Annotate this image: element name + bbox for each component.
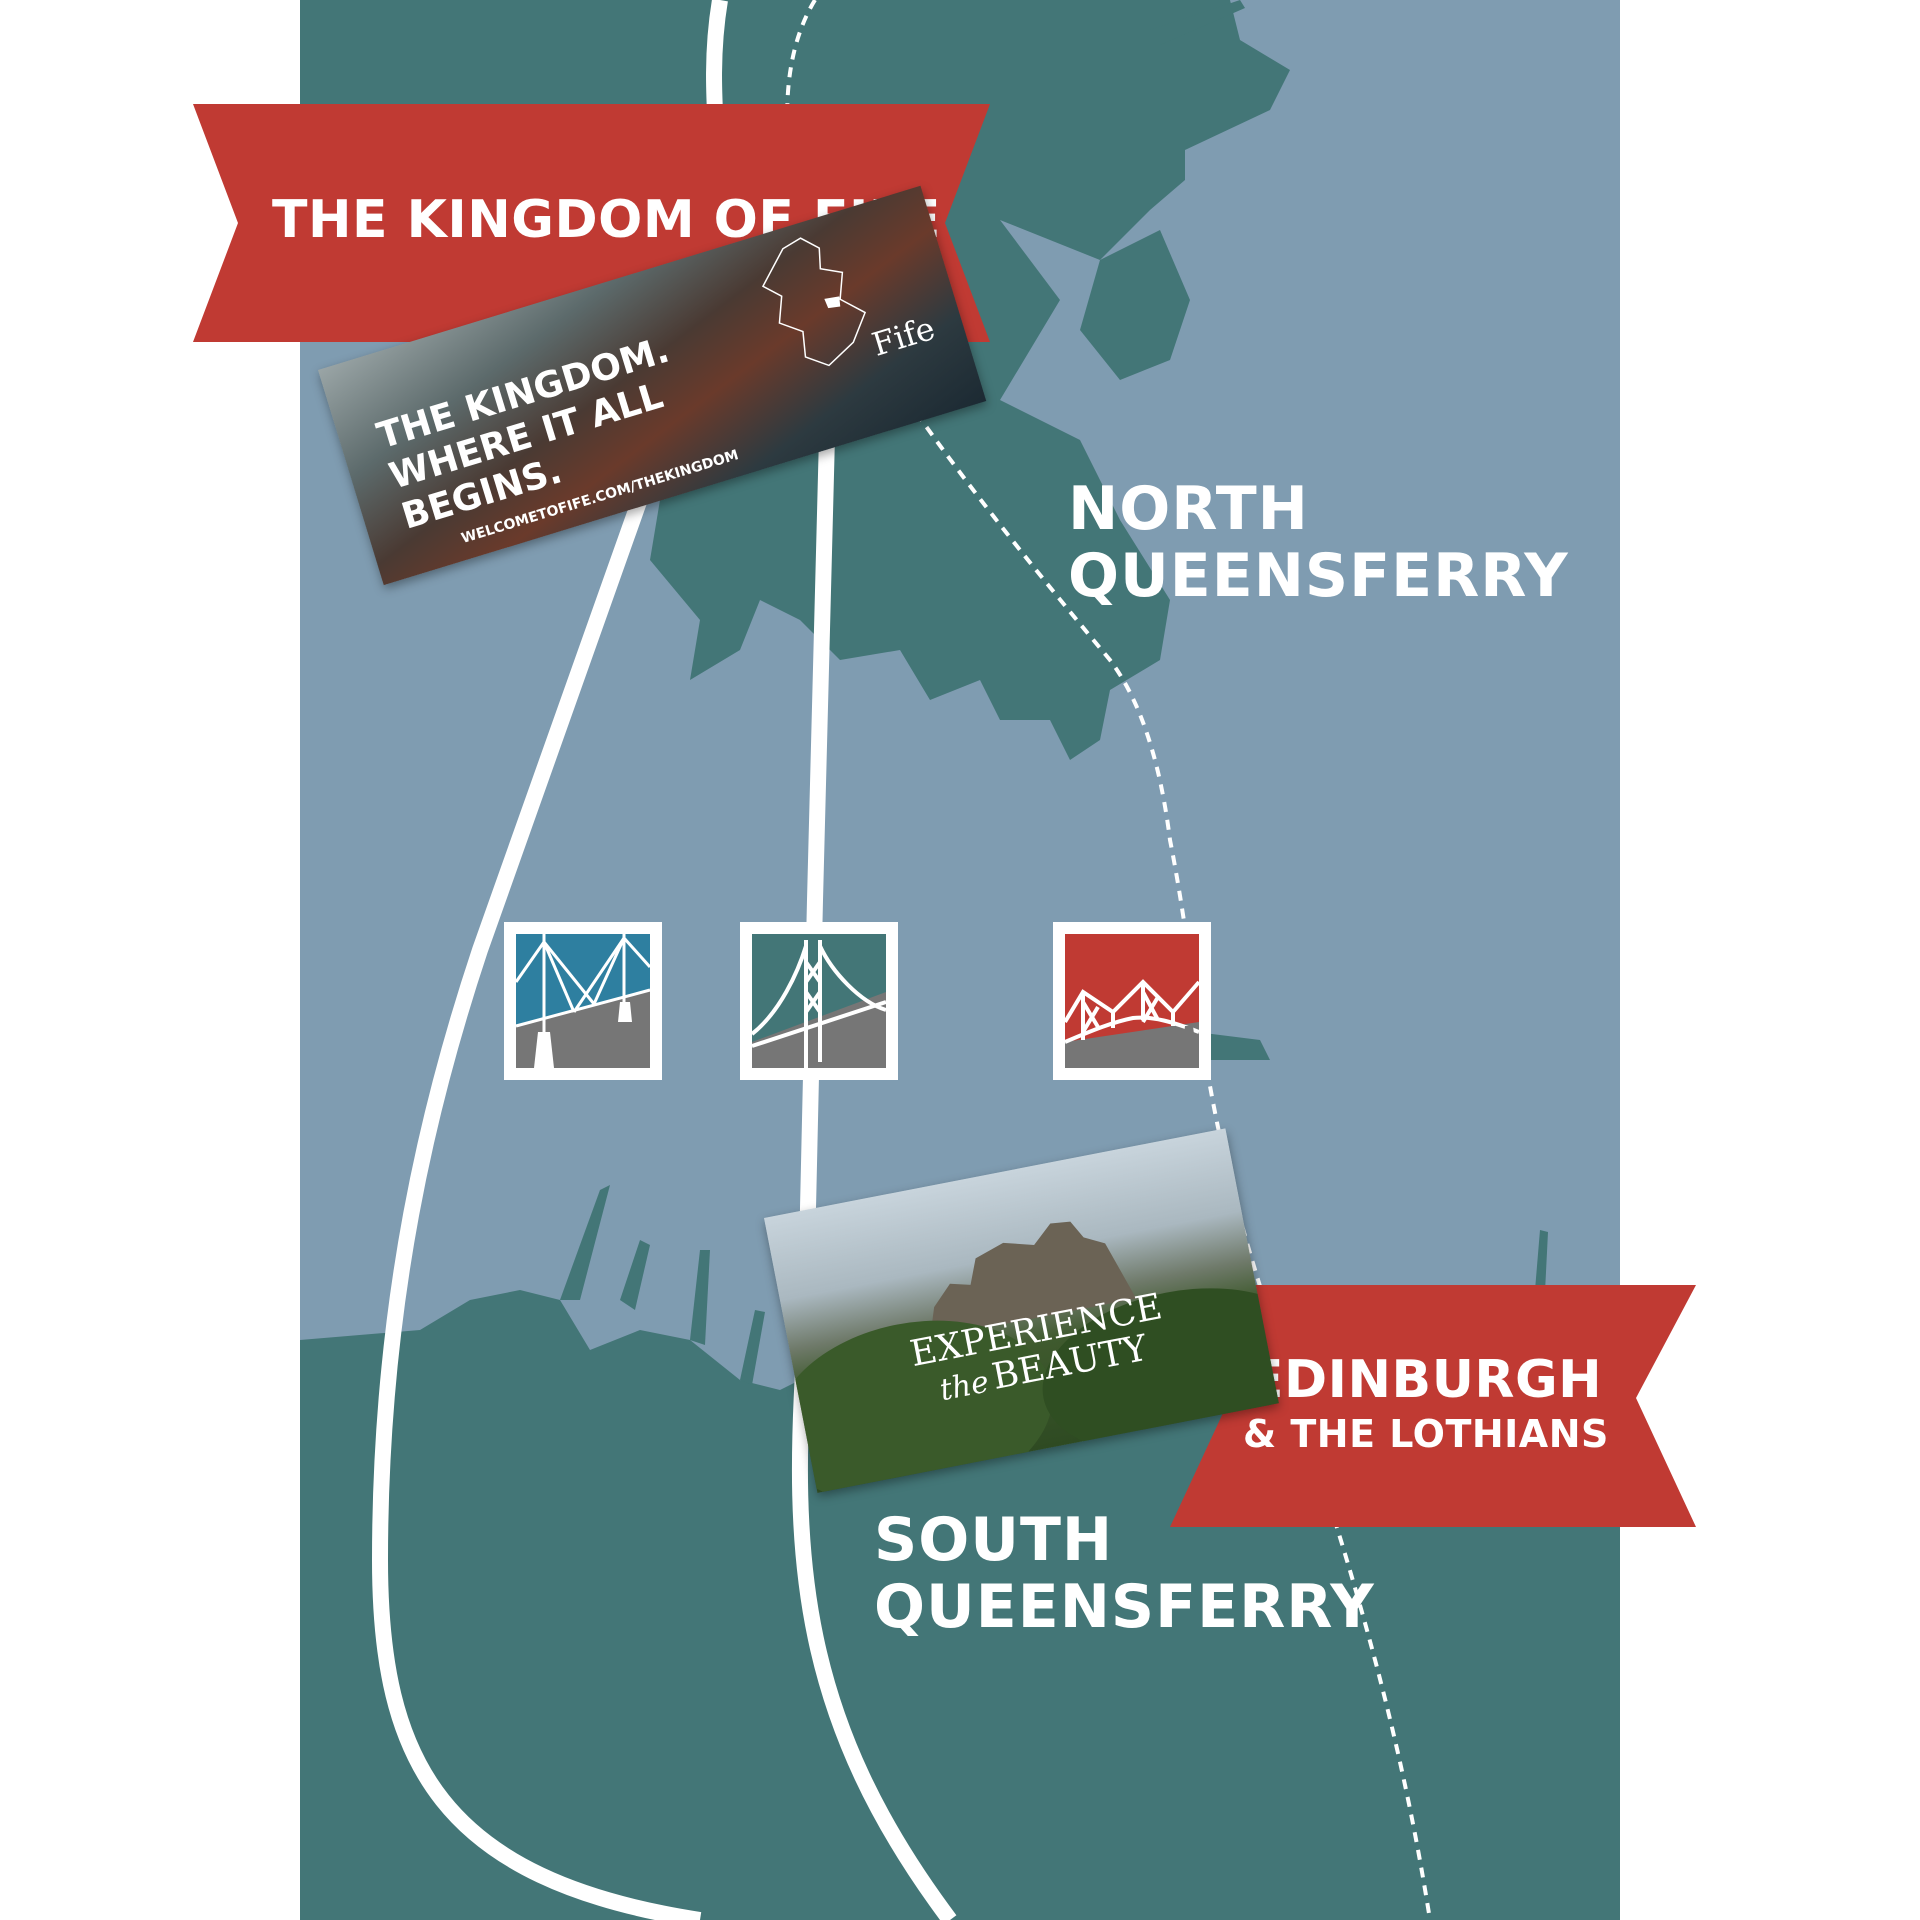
fife-advert-card: THE KINGDOM. WHERE IT ALL BEGINS. Fife W… (318, 185, 987, 586)
queensferry-crossing-icon (504, 922, 662, 1080)
scotland-outline-icon (761, 237, 867, 367)
south-queensferry-label: SOUTH QUEENSFERRY (874, 1505, 1375, 1643)
harbour-spit-4 (740, 1310, 765, 1385)
south-queensferry-line1: SOUTH (874, 1505, 1114, 1575)
north-queensferry-line2: QUEENSFERRY (1068, 541, 1569, 612)
south-queensferry-line2: QUEENSFERRY (874, 1572, 1375, 1643)
north-queensferry-label: NORTH QUEENSFERRY (1068, 474, 1569, 612)
edinburgh-banner-subtitle: & THE LOTHIANS (1243, 1412, 1609, 1456)
edinburgh-banner (1170, 1285, 1696, 1527)
forth-road-bridge-icon (740, 922, 898, 1080)
edinburgh-banner-title: EDINBURGH (1248, 1350, 1603, 1410)
harbour-spit-3 (690, 1250, 710, 1345)
pier-south (1535, 1230, 1548, 1292)
north-queensferry-line1: NORTH (1068, 474, 1309, 544)
fife-peninsula (1080, 230, 1190, 380)
harbour-spit-1 (560, 1185, 610, 1300)
pier-north (1150, 0, 1245, 45)
forth-rail-bridge-icon (1053, 922, 1211, 1080)
harbour-spit-2 (620, 1240, 650, 1310)
